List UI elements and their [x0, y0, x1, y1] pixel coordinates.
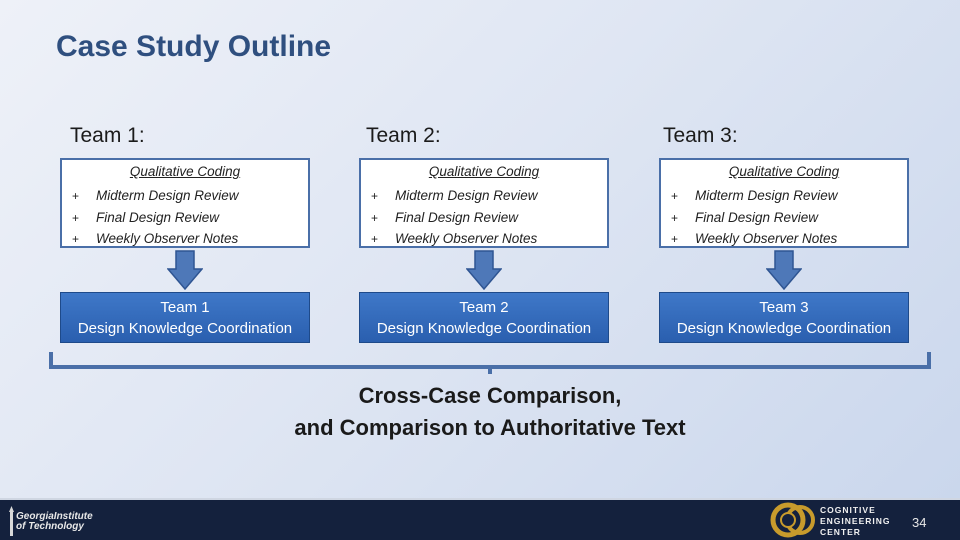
result-line-2: and Comparison to Authoritative Text [294, 415, 686, 440]
cec-logo-icon [770, 502, 815, 538]
down-arrow-icon [167, 250, 203, 290]
list-item: + Midterm Design Review [72, 185, 239, 207]
page-number: 34 [912, 515, 927, 530]
list-item-text: Final Design Review [695, 209, 819, 225]
team-2-coordination-box: Team 2 Design Knowledge Coordination [359, 292, 609, 343]
team-3-label: Team 3: [663, 124, 738, 147]
plus-bullet-icon: + [371, 210, 379, 225]
team-3-coding-heading: Qualitative Coding [728, 164, 840, 179]
logo-line: of Technology [16, 521, 84, 532]
list-item-text: Weekly Observer Notes [96, 231, 239, 246]
team-3-coordination-subtitle: Design Knowledge Coordination [676, 319, 892, 337]
team-2-coding-heading: Qualitative Coding [428, 164, 540, 179]
team-3-coding-box: Qualitative Coding + Midterm Design Revie… [659, 158, 909, 248]
team-3-coordination-title: Team 3 [759, 299, 809, 316]
logo-line: Cognitive [820, 505, 876, 515]
list-item-text: Weekly Observer Notes [695, 231, 838, 246]
down-arrow-icon [466, 250, 502, 290]
list-item: + Final Design Review [72, 207, 239, 229]
slide-title: Case Study Outline [56, 30, 332, 63]
list-item: + Weekly Observer Notes [371, 228, 538, 250]
list-item-text: Final Design Review [96, 209, 220, 225]
team-1-coding-box: Qualitative Coding + Midterm Design Revie… [60, 158, 310, 248]
team-1-coordination-box: Team 1 Design Knowledge Coordination [60, 292, 310, 343]
plus-bullet-icon: + [671, 210, 679, 225]
logo-line: Center [820, 527, 861, 537]
grouping-bracket [49, 352, 931, 374]
team-2-coordination-subtitle: Design Knowledge Coordination [376, 319, 592, 337]
plus-bullet-icon: + [371, 232, 379, 246]
team-2-coding-box: Qualitative Coding + Midterm Design Revie… [359, 158, 609, 248]
logo-line: Engineering [820, 516, 891, 526]
georgia-tech-wordmark: GeorgiaInstitute of Technology [16, 512, 116, 532]
list-item-text: Midterm Design Review [96, 188, 239, 203]
team-3-source-list: + Midterm Design Review + Final Design Rev… [671, 185, 838, 250]
plus-bullet-icon: + [671, 232, 679, 246]
list-item-text: Midterm Design Review [395, 188, 538, 203]
team-1-label: Team 1: [70, 124, 145, 147]
team-1-source-list: + Midterm Design Review + Final Design Rev… [72, 185, 239, 250]
logo-line: GeorgiaInstitute [16, 511, 93, 522]
list-item-text: Final Design Review [395, 209, 519, 225]
down-arrow-icon [766, 250, 802, 290]
result-line-1: Cross-Case Comparison, [358, 383, 622, 408]
list-item: + Weekly Observer Notes [671, 228, 838, 250]
list-item: + Final Design Review [671, 207, 838, 229]
cec-wordmark: Cognitive Engineering Center [820, 505, 891, 538]
georgia-tech-logo [9, 506, 14, 536]
list-item: + Weekly Observer Notes [72, 228, 239, 250]
list-item: + Final Design Review [371, 207, 538, 229]
list-item-text: Weekly Observer Notes [395, 231, 538, 246]
plus-bullet-icon: + [371, 189, 379, 203]
list-item: + Midterm Design Review [671, 185, 838, 207]
list-item-text: Midterm Design Review [695, 188, 838, 203]
plus-bullet-icon: + [671, 189, 679, 203]
plus-bullet-icon: + [72, 189, 80, 203]
list-item: + Midterm Design Review [371, 185, 538, 207]
team-3-coordination-box: Team 3 Design Knowledge Coordination [659, 292, 909, 343]
team-1-coordination-subtitle: Design Knowledge Coordination [77, 319, 293, 337]
team-1-coordination-title: Team 1 [160, 299, 210, 316]
plus-bullet-icon: + [72, 210, 80, 225]
plus-bullet-icon: + [72, 232, 80, 246]
team-2-source-list: + Midterm Design Review + Final Design Rev… [371, 185, 538, 250]
team-1-coding-heading: Qualitative Coding [129, 164, 241, 179]
team-2-coordination-title: Team 2 [459, 299, 509, 316]
team-2-label: Team 2: [366, 124, 441, 147]
